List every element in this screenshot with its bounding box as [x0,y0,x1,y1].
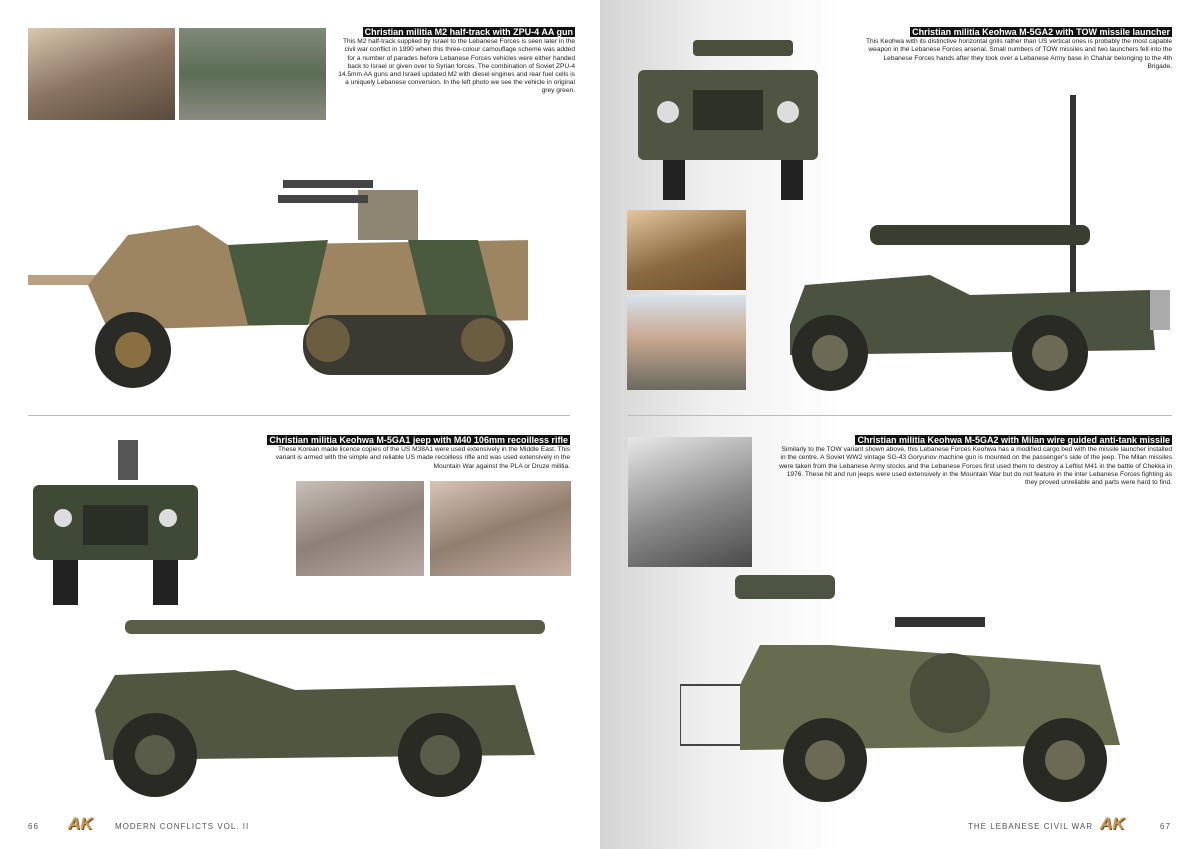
page-number: 67 [1160,822,1171,831]
ak-logo: AK [1100,814,1125,833]
photo-halftrack-grey [28,28,175,120]
jeep-milan-side-view [680,575,1120,802]
caption-jeep-m40: Christian militia Keohwa M-5GA1 jeep wit… [262,435,570,471]
caption-jeep-tow: Christian militia Keohwa M-5GA2 with TOW… [865,27,1172,71]
photo-jeep-tow-2 [627,295,746,390]
photo-jeep-milan [628,437,752,567]
jeep-m40-side-view [95,620,545,797]
jeep-tow-front-view [638,40,818,200]
left-page: Christian militia M2 half-track with ZPU… [28,27,575,833]
page-number: 66 [28,822,39,831]
ak-logo: AK [68,814,93,833]
caption-text: This M2 half-track supplied by Israel to… [338,38,575,95]
book-title: MODERN CONFLICTS VOL. II [115,822,250,831]
photo-jeep-m40-2 [430,481,571,576]
caption-text: This Keohwa with its distinctive horizon… [865,38,1172,70]
divider [28,415,570,416]
photo-jeep-m40-1 [296,481,424,576]
caption-jeep-milan: Christian militia Keohwa M-5GA2 with Mil… [775,435,1172,487]
divider [628,415,1172,416]
caption-title: Christian militia M2 half-track with ZPU… [362,27,575,37]
jeep-tow-side-view [790,95,1170,391]
section-title: THE LEBANESE CIVIL WAR [968,822,1093,831]
caption-title: Christian militia Keohwa M-5GA2 with Mil… [855,435,1172,445]
photo-halftrack-street [179,28,326,120]
jeep-m40-front-view [33,440,198,605]
caption-halftrack: Christian militia M2 half-track with ZPU… [335,27,575,96]
caption-text: These Korean made licence copies of the … [275,446,570,470]
caption-text: Similarly to the TOW variant shown above… [779,446,1172,487]
right-page: Christian militia Keohwa M-5GA2 with TOW… [600,0,1200,849]
photo-jeep-tow-1 [627,210,746,290]
caption-title: Christian militia Keohwa M-5GA2 with TOW… [910,27,1172,37]
caption-title: Christian militia Keohwa M-5GA1 jeep wit… [267,435,570,445]
halftrack-illustration [28,180,528,388]
